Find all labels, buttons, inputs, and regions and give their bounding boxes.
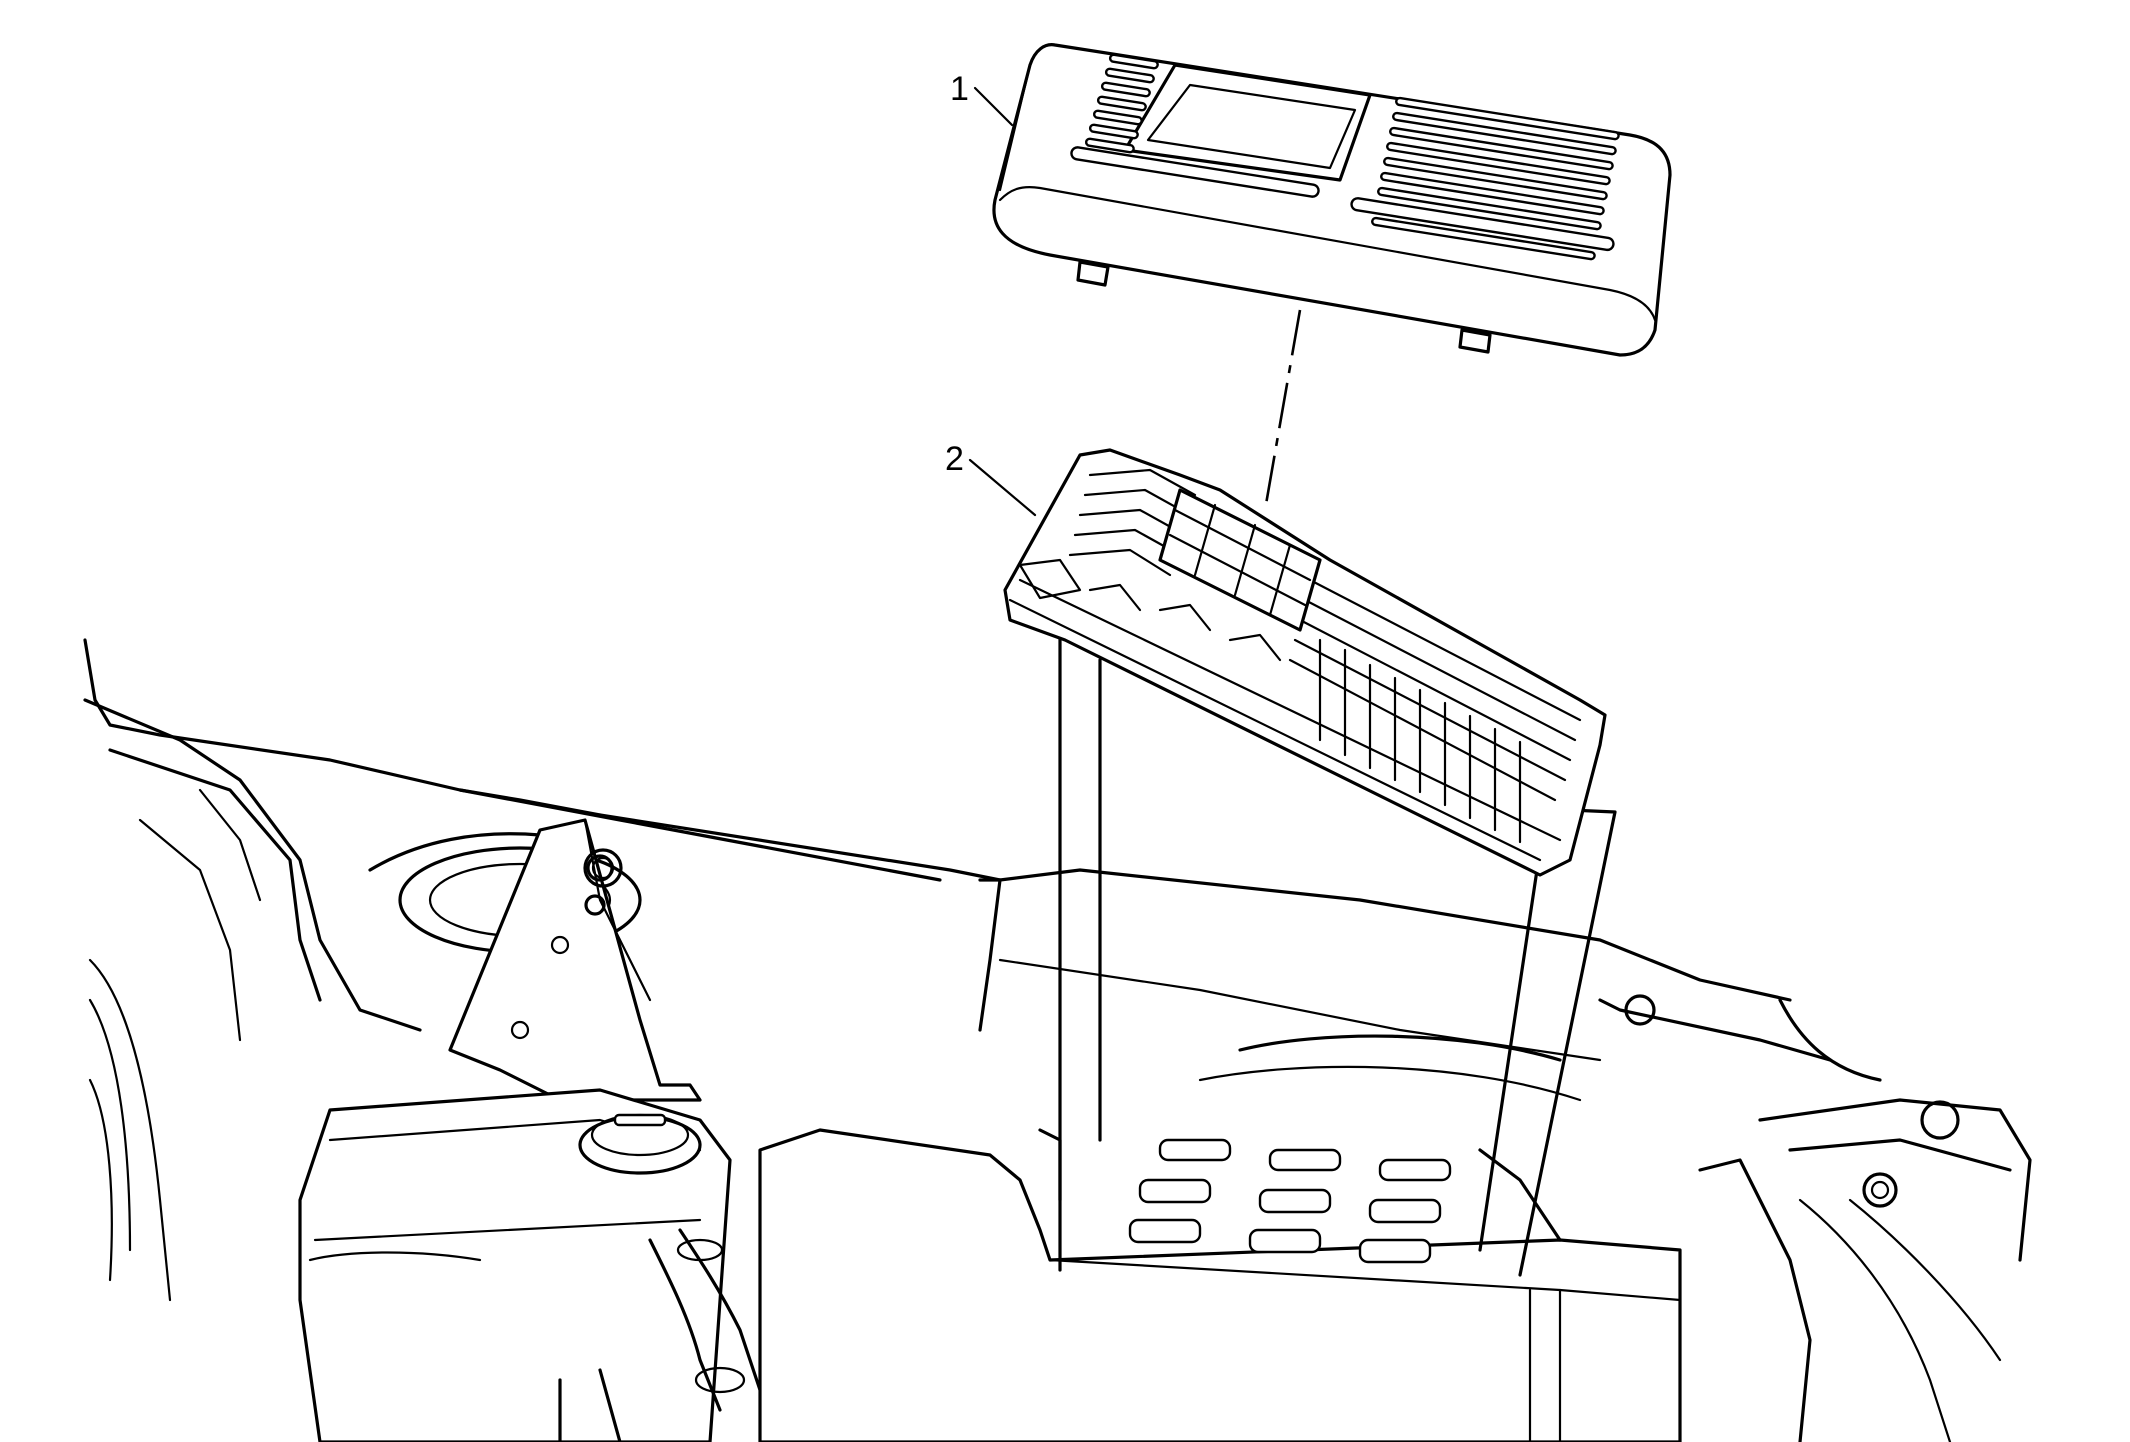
engine-compartment-structure: [83, 638, 2032, 1442]
callout-2-leader: [968, 458, 1037, 517]
callout-1-label: 1: [950, 70, 969, 108]
callout-1: 1: [950, 70, 1014, 127]
alignment-guide-lines: [1058, 309, 1617, 1277]
callout-2-label: 2: [945, 440, 964, 478]
control-module: [1003, 448, 1607, 877]
module-cover: [992, 43, 1672, 357]
callout-1-leader: [973, 86, 1014, 127]
callout-2: 2: [945, 440, 1037, 517]
cover-left-vents: [1084, 53, 1159, 154]
cover-right-vents: [1371, 96, 1620, 261]
